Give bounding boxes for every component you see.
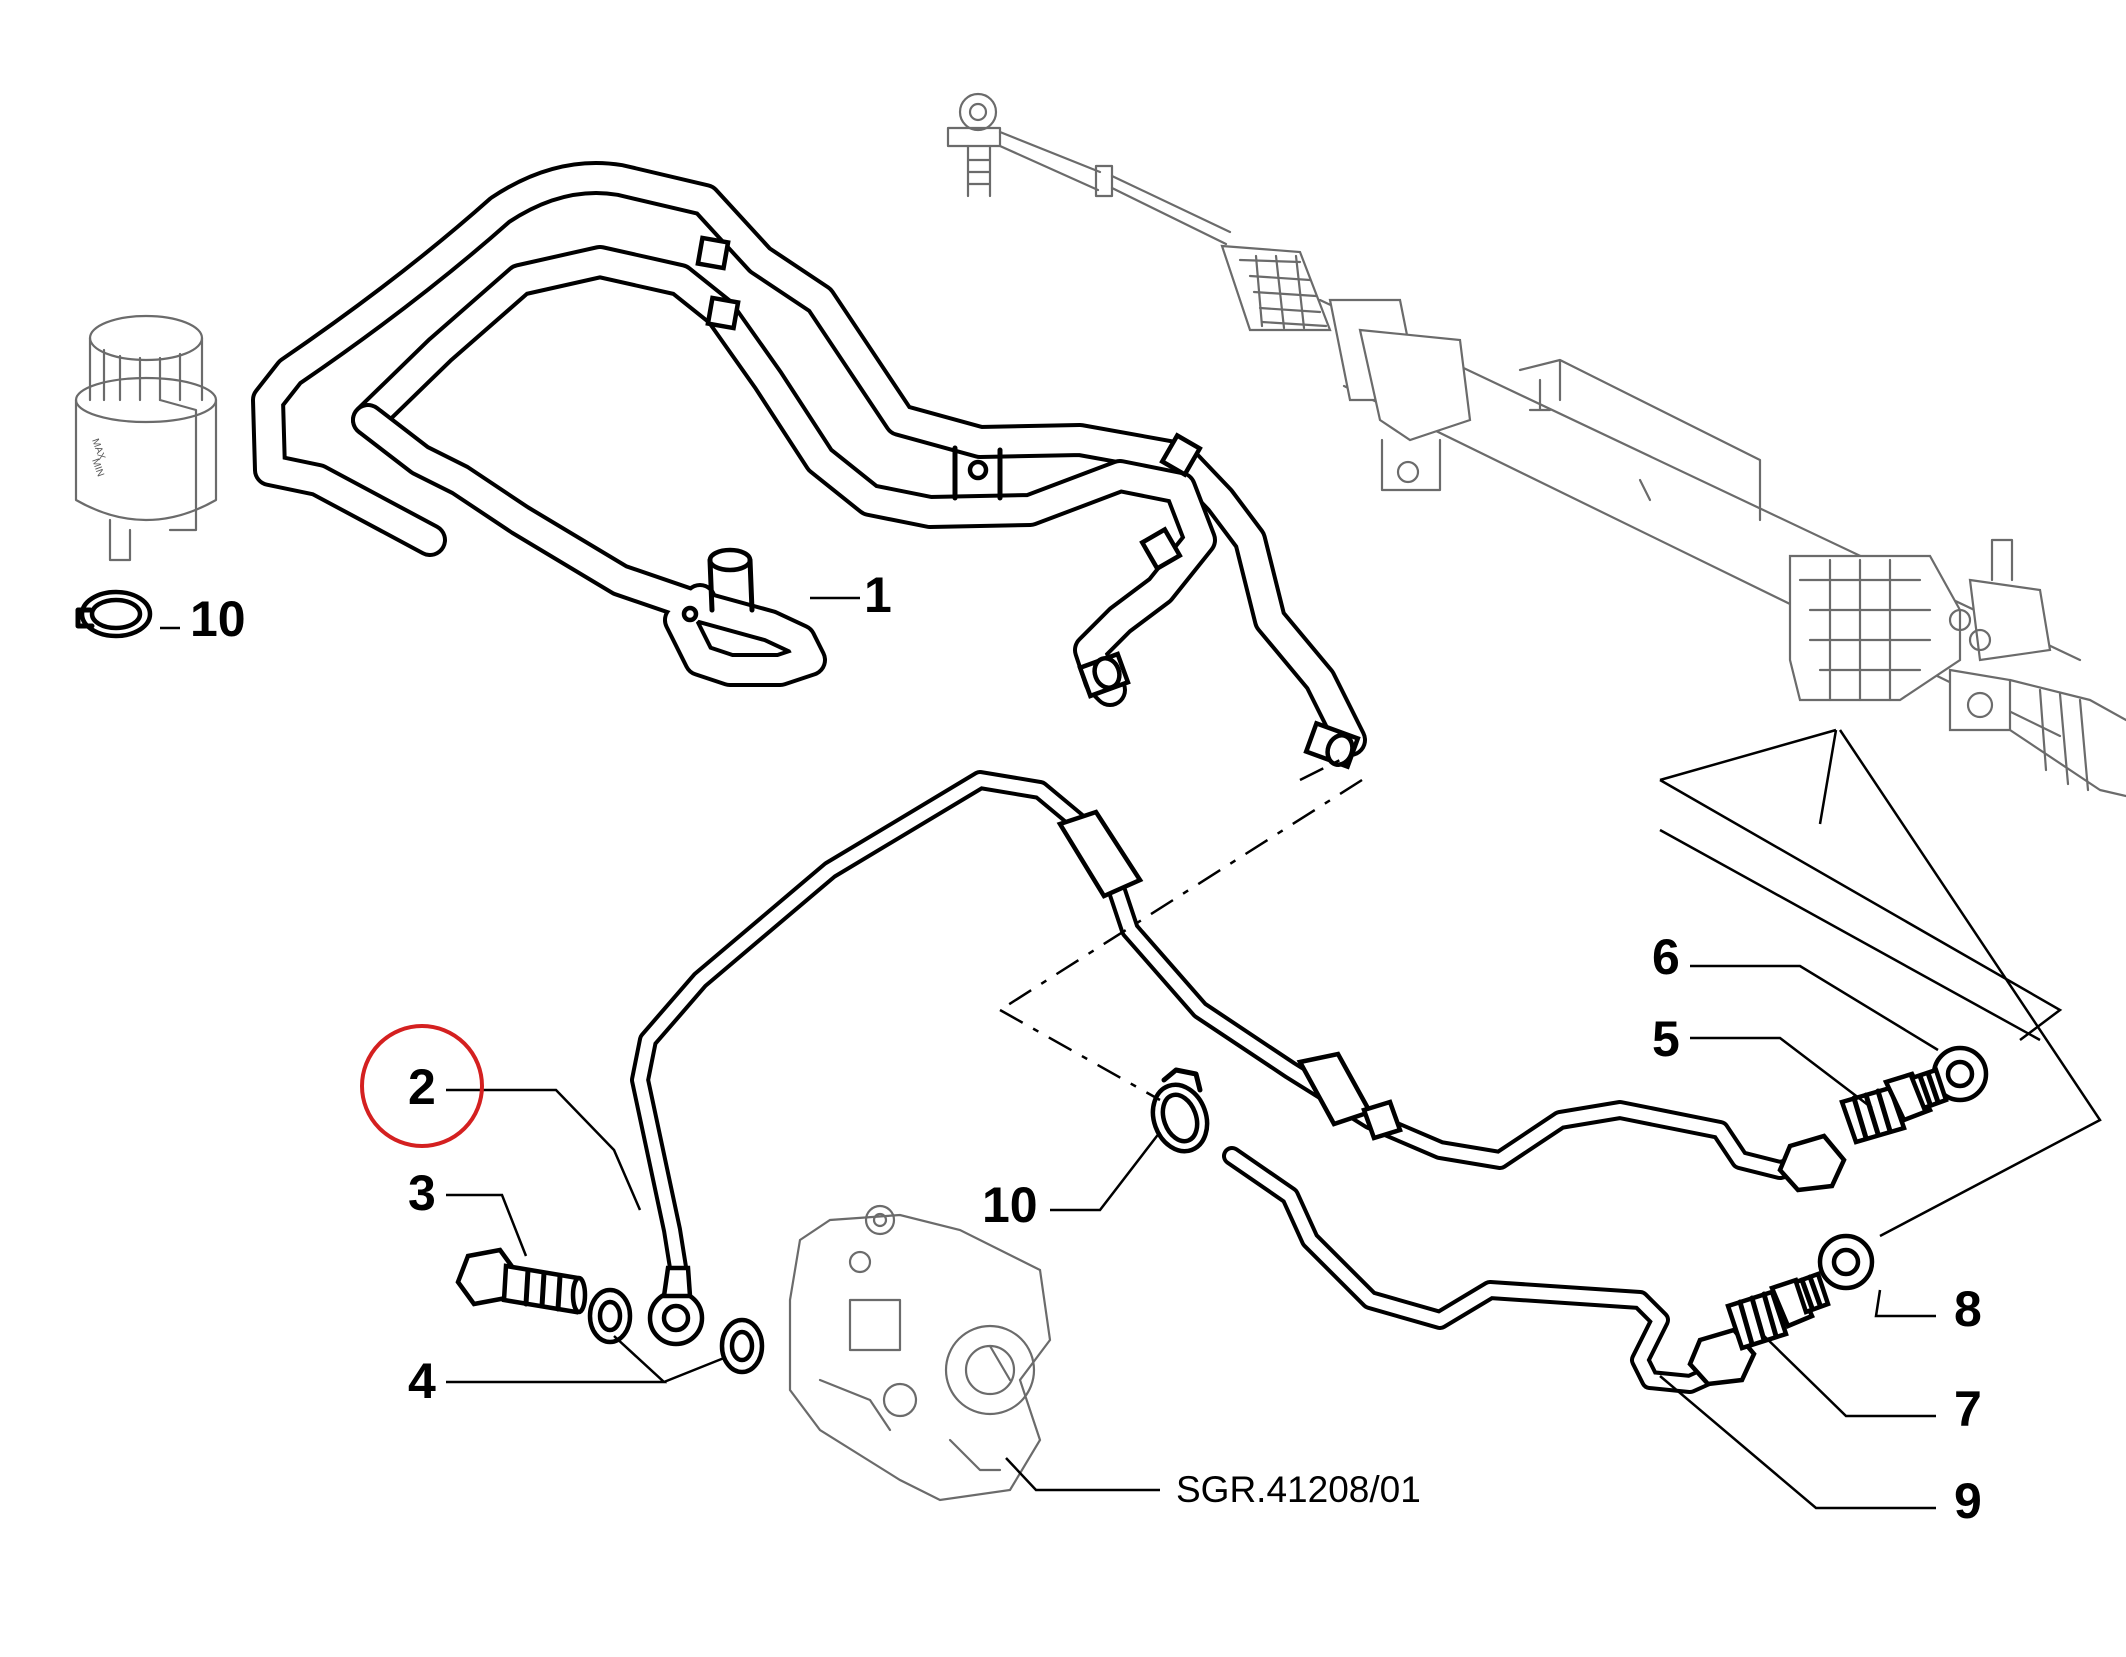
callout-10-mid: 10 [982,1177,1038,1233]
hose-1 [251,161,1367,770]
union-7 [1725,1271,1831,1351]
clamp-10-mid [1150,1067,1210,1154]
callout-5: 5 [1652,1011,1680,1067]
pump-illustration [788,1204,1052,1502]
reservoir-min-mark: MIN [89,457,106,478]
callout-2: 2 [408,1059,436,1115]
washer-8 [1817,1233,1875,1291]
reference-code: SGR.41208/01 [1176,1469,1421,1510]
highlight-circle [360,1024,484,1148]
callout-1: 1 [864,567,892,623]
callout-9: 9 [1954,1473,1982,1529]
washer-4-right [719,1317,765,1375]
reservoir-illustration: MAX MIN [74,314,218,562]
leader-lines [160,596,1939,1510]
pipe-9 [1222,1146,1757,1394]
callout-6: 6 [1652,929,1680,985]
callout-3: 3 [408,1165,436,1221]
clamp-10-top [75,589,153,639]
callout-10-top: 10 [190,591,246,647]
bolt-3 [455,1247,588,1315]
callout-4: 4 [408,1353,436,1409]
connection-lines [999,728,2102,1238]
callout-8: 8 [1954,1281,1982,1337]
washer-4-left [587,1287,633,1345]
union-5 [1839,1067,1949,1145]
pipe-2 [630,770,1847,1347]
steering-rack-illustration [946,92,2126,798]
callout-7: 7 [1954,1381,1982,1437]
